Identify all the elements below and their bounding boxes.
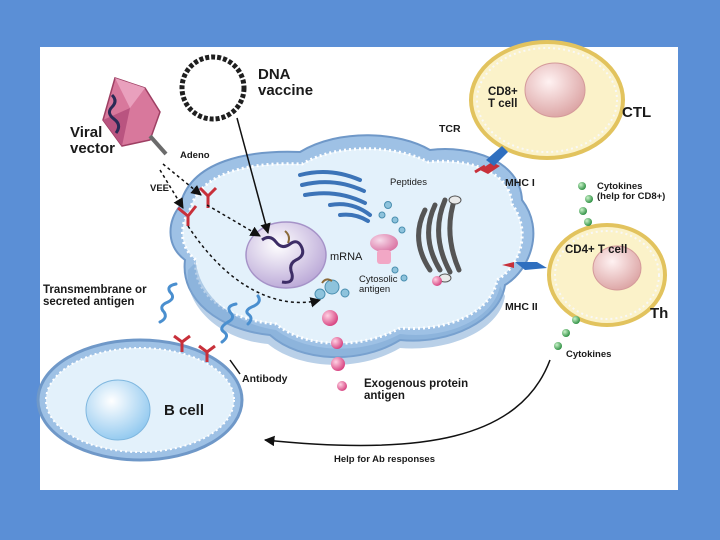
pathway-arrows xyxy=(159,117,551,447)
label-transmembrane-antigen: Transmembrane or secreted antigen xyxy=(43,284,147,309)
label-mrna: mRNA xyxy=(330,251,363,263)
label-tcr: TCR xyxy=(439,123,461,135)
b-cell xyxy=(36,338,244,462)
label-cytokines-cd8-help: Cytokines (help for CD8+) xyxy=(597,181,666,203)
label-mhc-i: MHC I xyxy=(505,177,535,189)
label-b-cell: B cell xyxy=(164,402,205,419)
label-viral-vector: Viral vector xyxy=(70,124,116,158)
dna-in-nucleus xyxy=(261,235,305,284)
label-cytokines: Cytokines xyxy=(566,349,612,360)
antibody-leader-line xyxy=(229,359,241,375)
tcr-mhc-ii-complex xyxy=(502,262,547,270)
dna-vaccine-plasmid xyxy=(179,54,247,122)
mrna-strand xyxy=(284,230,290,244)
peptide-fragments xyxy=(378,201,408,282)
label-dna-vaccine: DNA vaccine xyxy=(258,66,314,100)
cytosolic-antigen-cluster xyxy=(314,278,350,300)
viral-vector-receptors xyxy=(177,186,218,226)
label-mhc-ii: MHC II xyxy=(505,301,538,313)
golgi-apparatus xyxy=(416,195,462,275)
cytokines-from-th xyxy=(554,316,580,350)
label-adeno: Adeno xyxy=(180,150,210,161)
viral-vector-particle xyxy=(102,77,168,156)
exogenous-protein-antigen-particles xyxy=(322,310,347,391)
label-vee: VEE xyxy=(150,183,170,194)
b-cell-antibodies xyxy=(173,334,216,362)
label-antibody: Antibody xyxy=(242,373,288,385)
label-ctl: CTL xyxy=(622,104,652,121)
antigen-vesicle xyxy=(432,276,442,286)
cytokines-for-cd8 xyxy=(578,182,593,226)
proteasome xyxy=(370,234,398,252)
label-help-ab-responses: Help for Ab responses xyxy=(334,454,436,465)
label-peptides: Peptides xyxy=(390,177,427,188)
antigen-presenting-cell xyxy=(169,134,535,365)
label-th: Th xyxy=(650,305,669,322)
cd8-t-cell xyxy=(469,40,625,160)
golgi-vesicle xyxy=(448,195,462,205)
tcr-mhc-i-complex xyxy=(474,146,508,174)
label-cytosolic-antigen: Cytosolic antigen xyxy=(359,274,398,296)
label-exogenous-protein-antigen: Exogenous protein antigen xyxy=(364,378,469,403)
endoplasmic-reticulum xyxy=(298,169,372,223)
transmembrane-antigen-chains xyxy=(158,282,261,344)
label-cd8-t-cell: CD8+ T cell xyxy=(488,86,518,111)
proteasome-base xyxy=(377,250,391,264)
cd4-t-cell xyxy=(547,223,667,327)
label-cd4-t-cell: CD4+ T cell xyxy=(565,244,628,256)
